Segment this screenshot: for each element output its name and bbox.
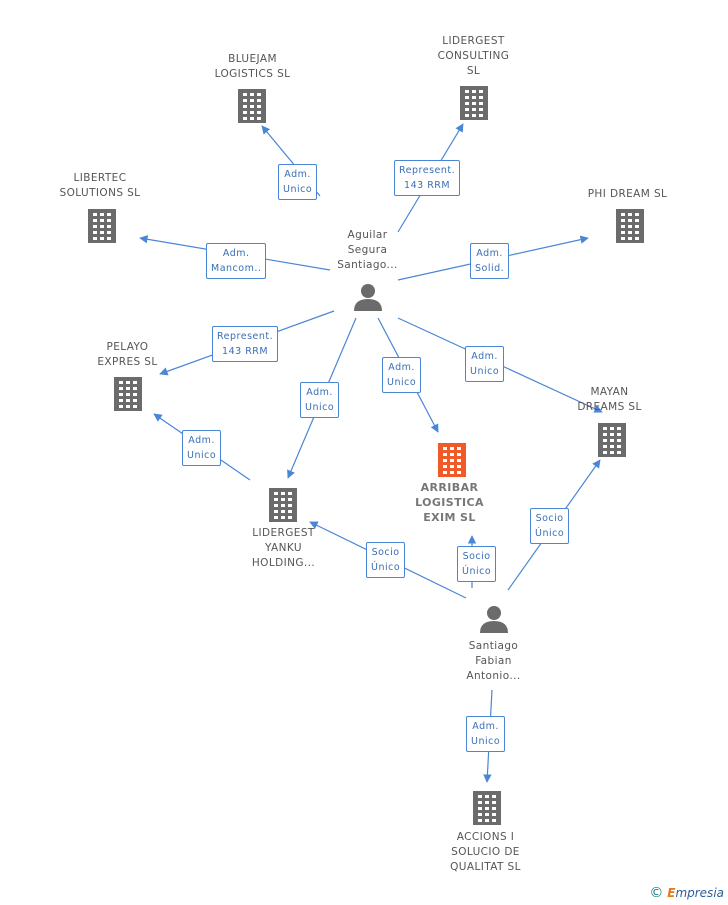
watermark-brand-rest: mpresia	[675, 886, 724, 900]
edge-label-santiago-to-accions: Adm. Unico	[466, 716, 506, 752]
person-icon-santiago[interactable]	[480, 606, 508, 633]
node-label-mayan[interactable]: MAYAN DREAMS SL	[577, 386, 642, 413]
edge-label-santiago-to-arribar: Socio Único	[457, 546, 497, 582]
edge-label-santiago-to-lidergest_yanku: Socio Único	[366, 542, 406, 578]
edge-label-aguilar-to-arribar: Adm. Unico	[382, 357, 422, 393]
node-label-accions[interactable]: ACCIONS I SOLUCIO DE QUALITAT SL	[450, 831, 521, 873]
node-label-pelayo[interactable]: PELAYO EXPRES SL	[97, 341, 158, 368]
building-icon-lidergest_yanku[interactable]	[269, 488, 297, 522]
edge-label-aguilar-to-mayan: Adm. Unico	[465, 346, 505, 382]
node-label-arribar[interactable]: ARRIBAR LOGISTICA EXIM SL	[415, 481, 484, 524]
nodes-layer	[88, 86, 644, 825]
edge-label-aguilar-to-pelayo: Represent. 143 RRM	[212, 326, 279, 362]
edge-label-aguilar-to-lidergest_yanku: Adm. Unico	[300, 382, 340, 418]
node-label-lidergest_consulting[interactable]: LIDERGEST CONSULTING SL	[437, 35, 510, 77]
edge-label-aguilar-to-bluejam: Adm. Unico	[278, 164, 318, 200]
building-icon-pelayo[interactable]	[114, 377, 142, 411]
building-icon-libertec[interactable]	[88, 209, 116, 243]
node-label-santiago[interactable]: Santiago Fabian Antonio...	[466, 640, 521, 682]
watermark-brand-initial: E	[667, 886, 676, 900]
edge-label-santiago-to-mayan: Socio Único	[530, 508, 570, 544]
person-icon-aguilar[interactable]	[354, 284, 382, 311]
edge-label-aguilar-to-lidergest_consulting: Represent. 143 RRM	[394, 160, 461, 196]
building-icon-bluejam[interactable]	[238, 89, 266, 123]
node-label-aguilar[interactable]: Aguilar Segura Santiago...	[337, 229, 398, 271]
node-label-bluejam[interactable]: BLUEJAM LOGISTICS SL	[214, 53, 291, 80]
building-icon-phidream[interactable]	[616, 209, 644, 243]
building-icon-arribar[interactable]	[438, 443, 466, 477]
node-label-phidream[interactable]: PHI DREAM SL	[587, 188, 668, 200]
copyright-icon: ©	[649, 885, 664, 901]
building-icon-lidergest_consulting[interactable]	[460, 86, 488, 120]
empresia-watermark[interactable]: © Empresia	[649, 885, 724, 901]
edge-label-aguilar-to-libertec: Adm. Mancom..	[206, 243, 267, 279]
node-label-lidergest_yanku[interactable]: LIDERGEST YANKU HOLDING...	[251, 527, 316, 569]
building-icon-mayan[interactable]	[598, 423, 626, 457]
building-icon-accions[interactable]	[473, 791, 501, 825]
edge-label-aguilar-to-phidream: Adm. Solid.	[470, 243, 510, 279]
node-label-libertec[interactable]: LIBERTEC SOLUTIONS SL	[59, 172, 141, 199]
edge-label-lidergest_yanku-to-pelayo: Adm. Unico	[182, 430, 222, 466]
